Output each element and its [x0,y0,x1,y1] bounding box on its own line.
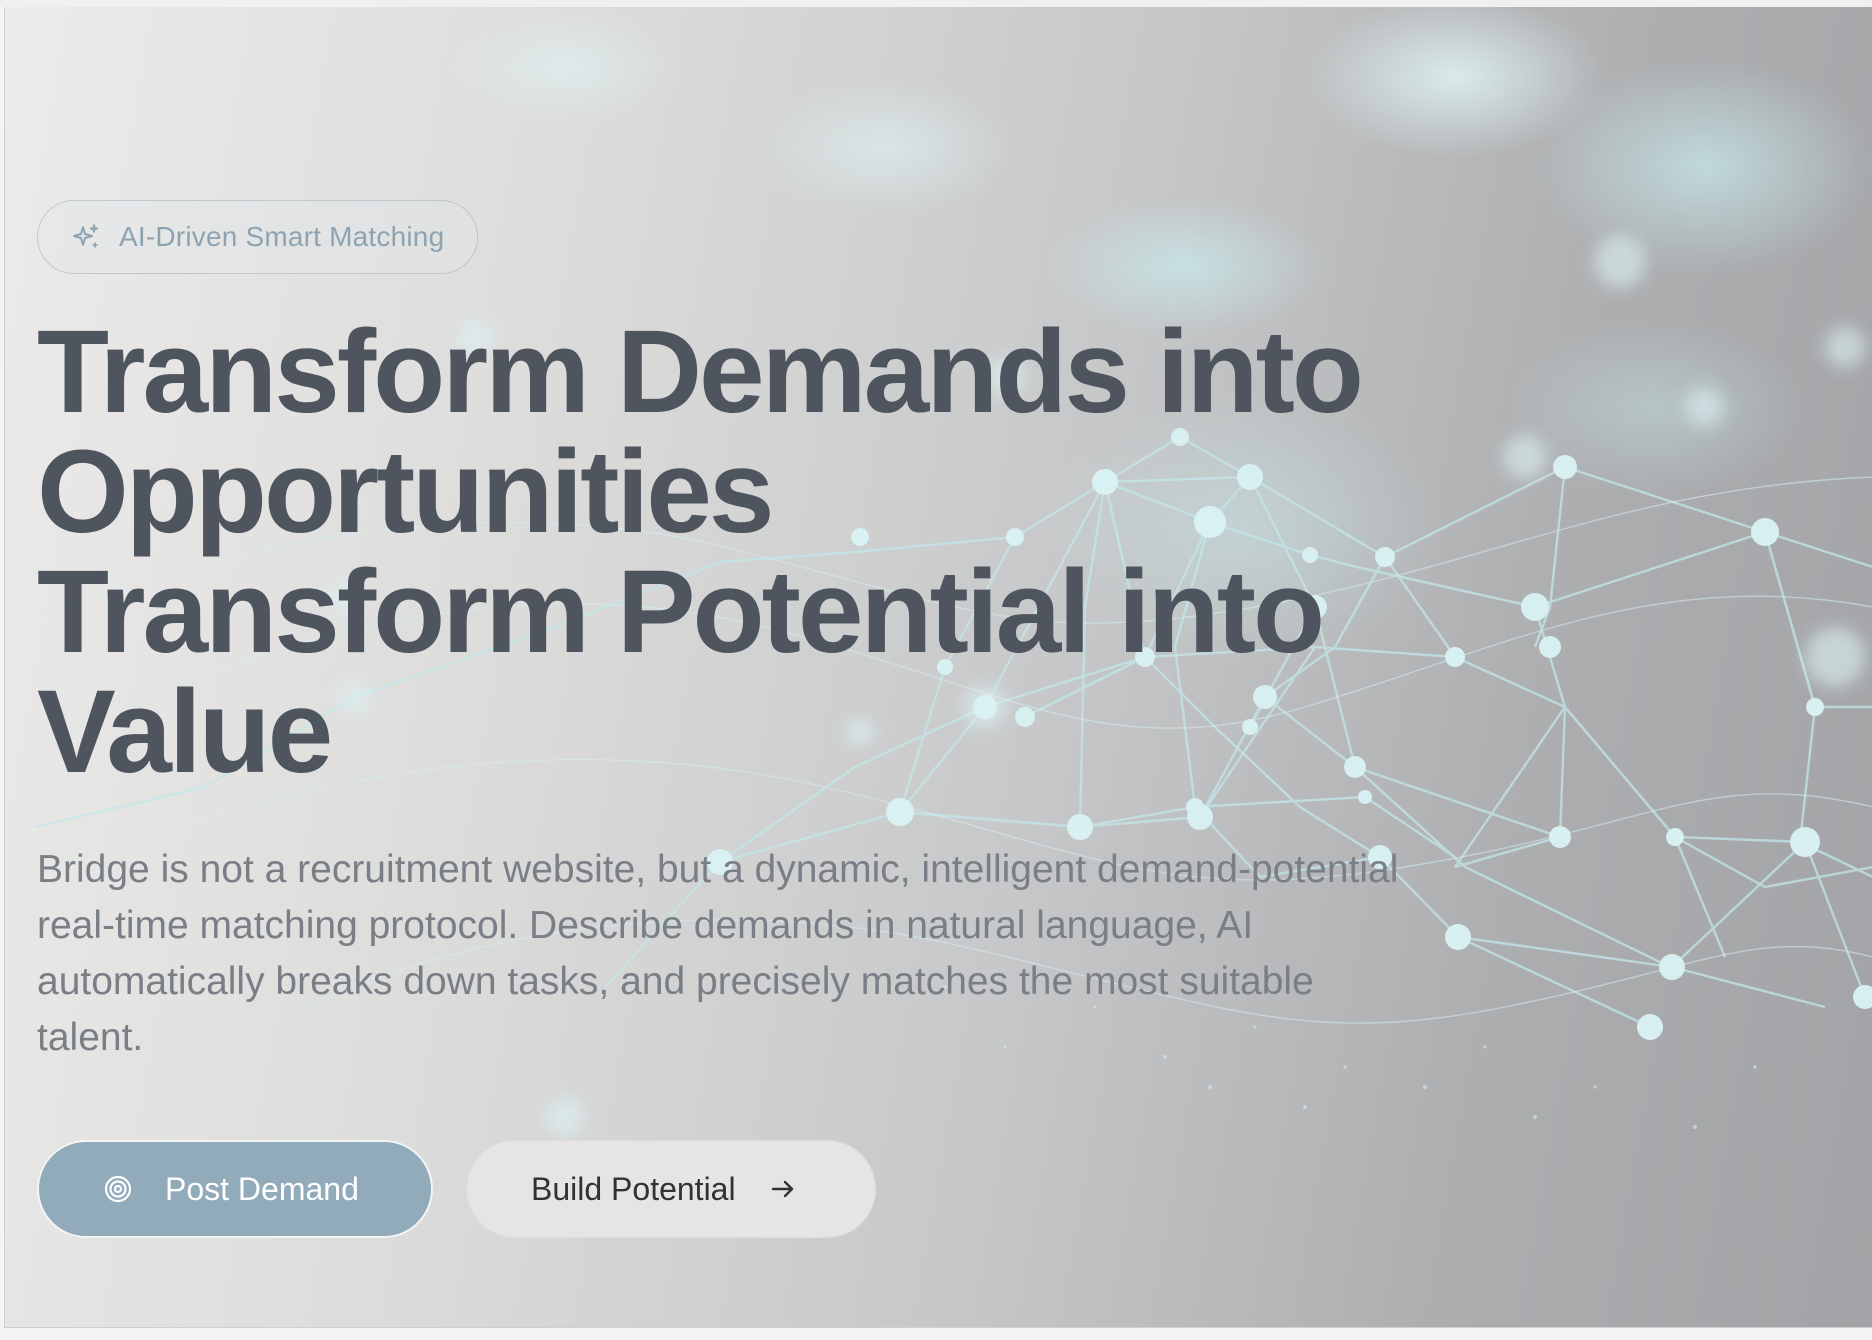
feature-badge: AI-Driven Smart Matching [37,200,479,274]
network-background [5,7,1872,1137]
headline-line-4: Value [37,666,333,798]
arrow-right-icon [771,1180,793,1198]
post-demand-button[interactable]: Post Demand [37,1140,433,1238]
headline-line-1: Transform Demands into [37,306,1364,438]
hero-actions: Post Demand Build Potential [37,1140,876,1238]
badge-label: AI-Driven Smart Matching [119,221,445,252]
build-potential-button[interactable]: Build Potential [466,1140,876,1238]
hero-section: AI-Driven Smart Matching Transform Deman… [4,7,1872,1328]
hero-description: Bridge is not a recruitment website, but… [37,848,1399,1059]
sparkles-icon [73,224,99,248]
top-strip [0,0,1872,7]
build-potential-label: Build Potential [531,1170,736,1207]
hero-headline: Transform Demands into Opportunities Tra… [37,312,1537,792]
headline-line-2: Opportunities [37,426,775,558]
headline-line-3: Transform Potential into [37,546,1325,678]
hero-content: AI-Driven Smart Matching Transform Deman… [37,200,1537,1105]
target-icon [104,1175,132,1203]
post-demand-label: Post Demand [165,1170,359,1207]
